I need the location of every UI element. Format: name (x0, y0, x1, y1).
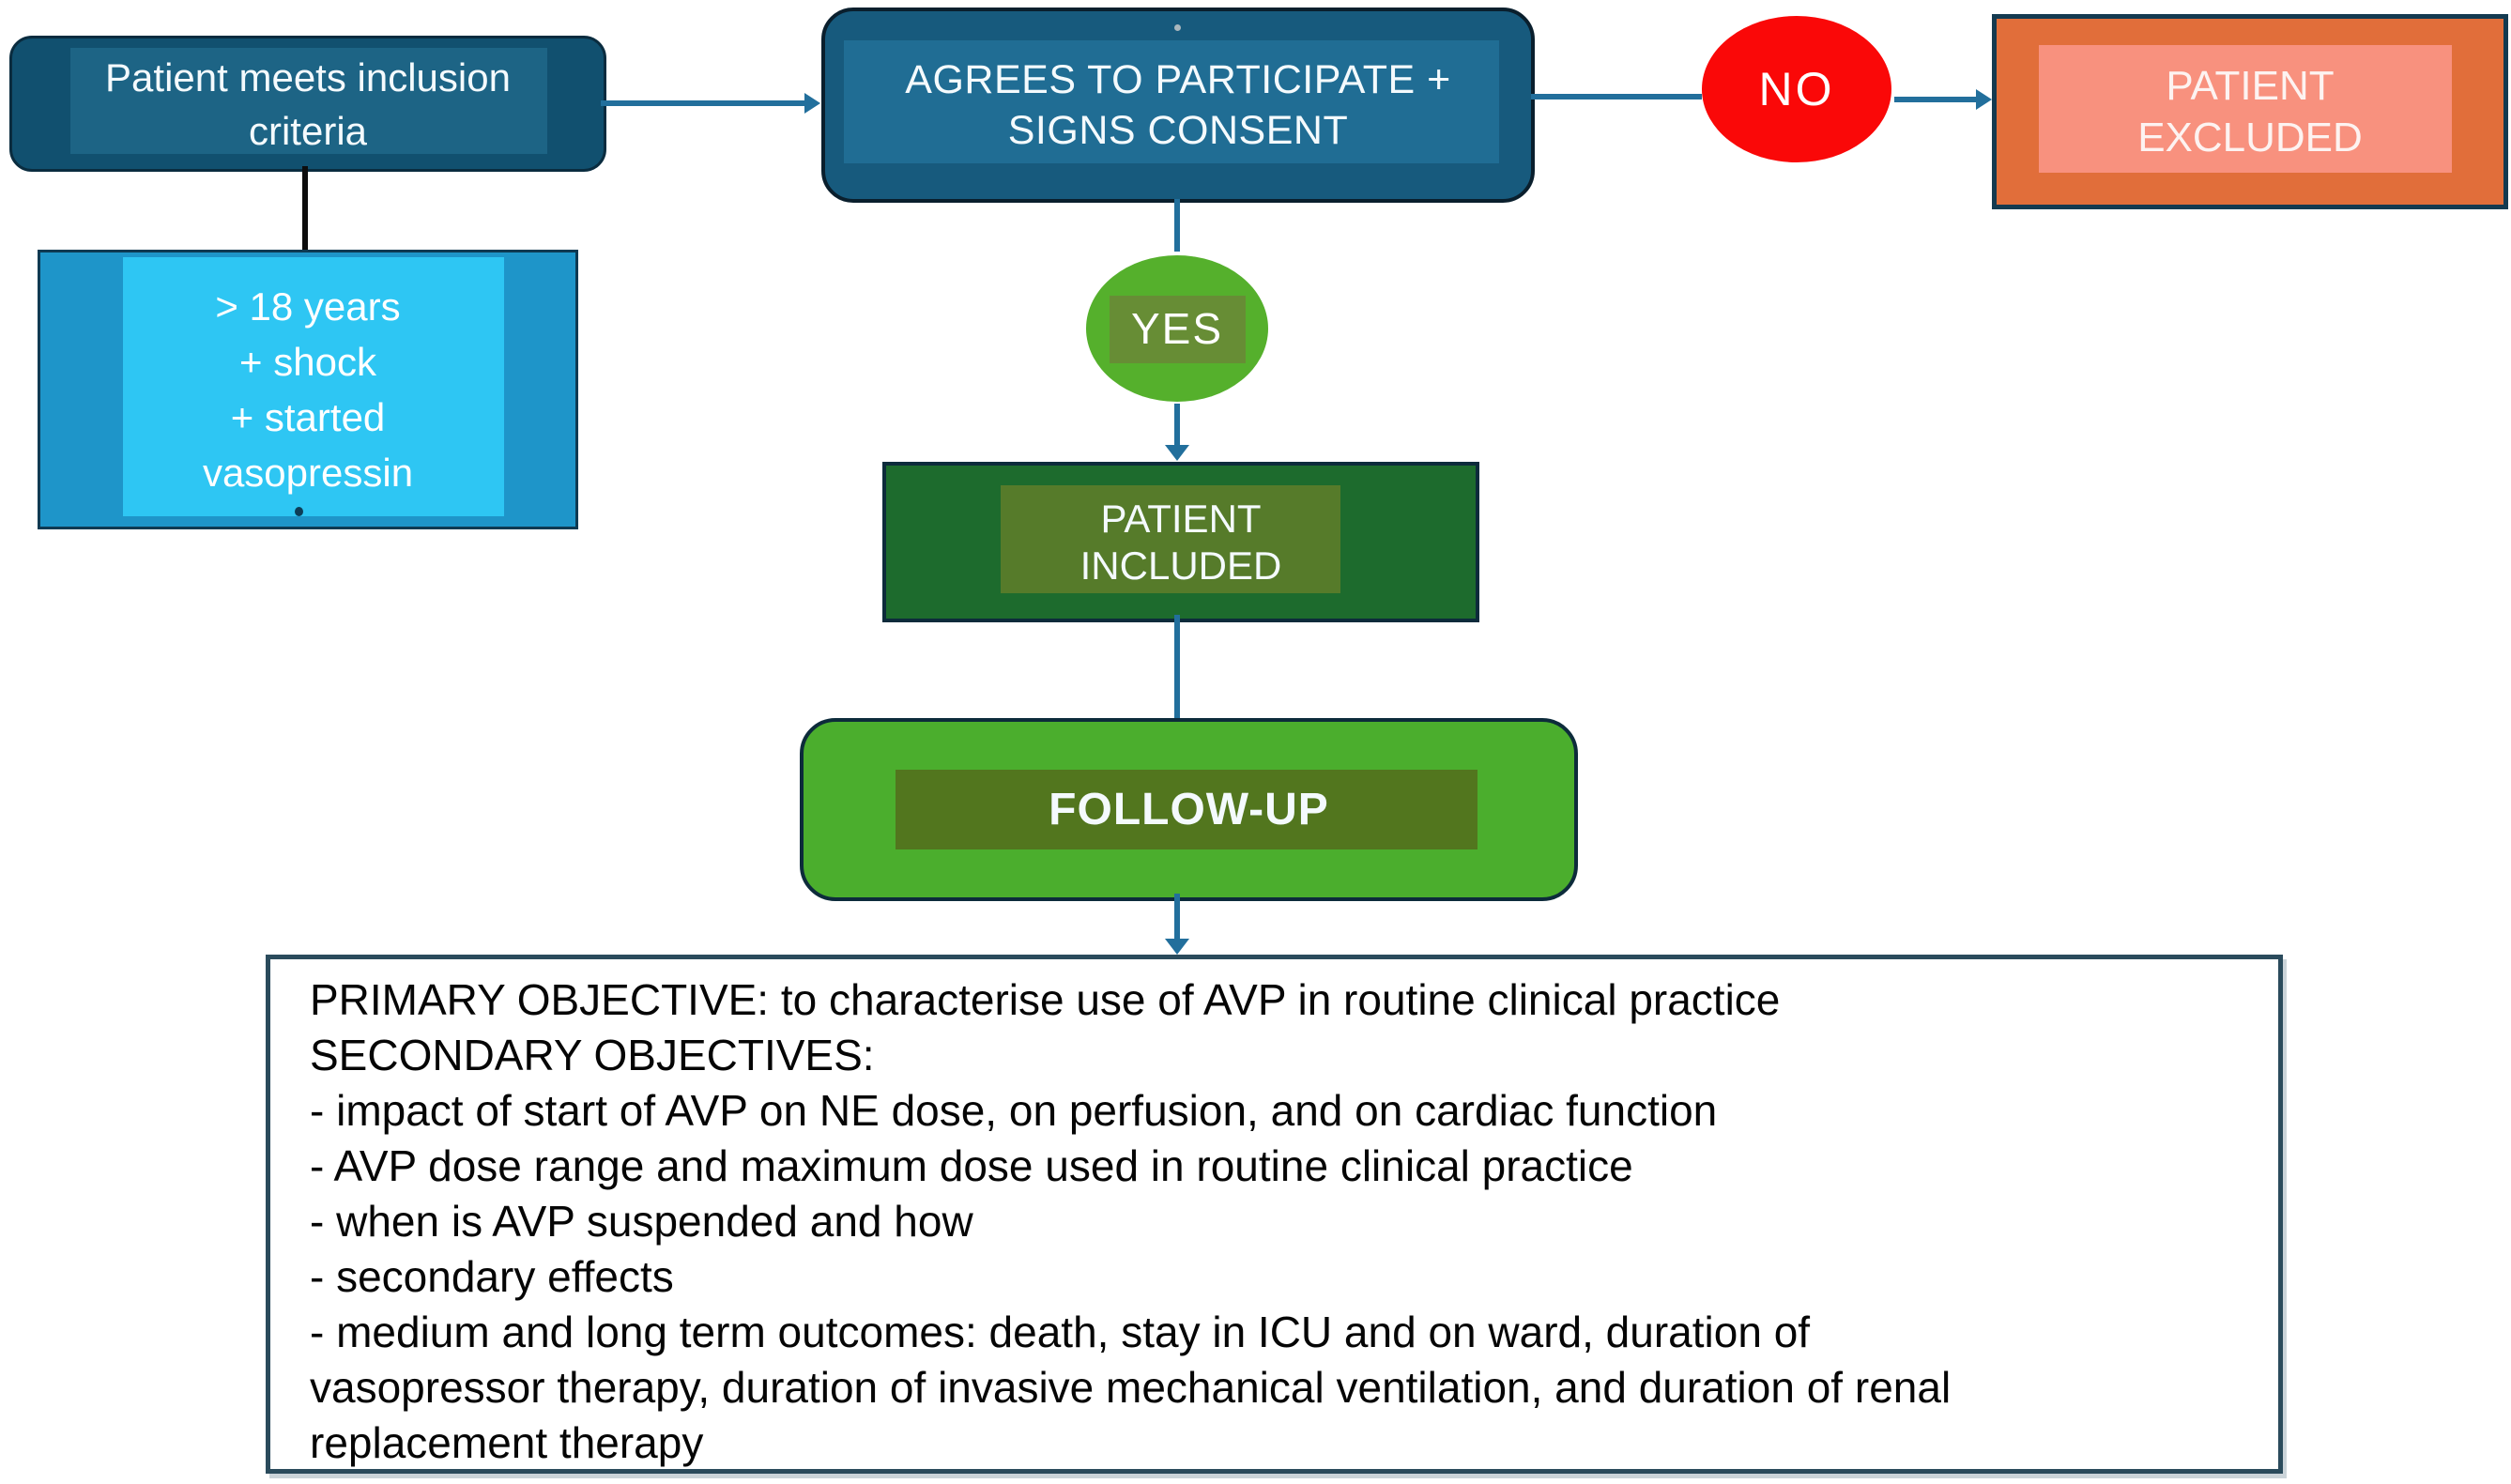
inclusion-label: Patient meets inclusion criteria (12, 38, 604, 169)
criteria-line2: + shock (239, 340, 376, 384)
followup-inner-panel (896, 770, 1478, 849)
inclusion-inner-panel (70, 48, 547, 154)
arrow-followup-to-objectives-shaft (1174, 894, 1180, 939)
connector-consent-to-no (1531, 94, 1702, 99)
objectives-line-2: SECONDARY OBJECTIVES: (310, 1031, 875, 1079)
arrow-followup-to-objectives-head (1165, 939, 1189, 955)
objectives-line-8: vasopressor therapy, duration of invasiv… (310, 1363, 1952, 1412)
connector-included-to-followup (1174, 615, 1180, 718)
node-consent: AGREES TO PARTICIPATE + SIGNS CONSENT (821, 8, 1535, 203)
excluded-label: PATIENT EXCLUDED (1997, 19, 2503, 205)
arrow-no-to-excluded-head (1976, 89, 1992, 110)
included-inner-panel (1001, 485, 1340, 593)
criteria-inner-panel (123, 257, 504, 516)
connector-consent-to-yes (1174, 199, 1180, 252)
criteria-line4: vasopressin (202, 451, 414, 495)
consent-label-line2: SIGNS CONSENT (1007, 108, 1349, 153)
objectives-line-6: - secondary effects (310, 1252, 674, 1301)
no-label: NO (1758, 63, 1835, 115)
speck-artifact-dot (1174, 24, 1181, 31)
node-patient-excluded: PATIENT EXCLUDED (1992, 14, 2508, 209)
node-inclusion-criteria: Patient meets inclusion criteria (9, 36, 606, 172)
connector-inclusion-to-criteria (302, 166, 308, 250)
node-followup: FOLLOW-UP (800, 718, 1578, 901)
objectives-line-7: - medium and long term outcomes: death, … (310, 1308, 1811, 1356)
arrow-inclusion-to-consent-shaft (601, 100, 804, 106)
included-label: PATIENT INCLUDED (886, 466, 1476, 619)
excluded-label-line2: EXCLUDED (2137, 115, 2363, 161)
arrow-inclusion-to-consent-head (804, 93, 820, 114)
inclusion-label-line2: criteria (248, 108, 368, 153)
node-patient-included: PATIENT INCLUDED (882, 462, 1479, 622)
excluded-inner-panel (2039, 45, 2452, 173)
arrow-yes-to-included-head (1165, 445, 1189, 461)
consent-inner-panel (844, 40, 1499, 163)
objectives-line-9: replacement therapy (310, 1418, 704, 1467)
included-label-line2: INCLUDED (1079, 543, 1282, 588)
objectives-line-4: - AVP dose range and maximum dose used i… (310, 1141, 1633, 1190)
criteria-label: > 18 years + shock + started vasopressin (40, 252, 575, 527)
node-decision-yes: YES (1086, 255, 1268, 402)
objectives-line-3: - impact of start of AVP on NE dose, on … (310, 1086, 1718, 1135)
criteria-truncated-period-dot (295, 507, 303, 516)
node-decision-no: NO (1702, 16, 1891, 162)
criteria-line3: + started (230, 395, 386, 439)
consent-label: AGREES TO PARTICIPATE + SIGNS CONSENT (825, 11, 1531, 199)
node-objectives: PRIMARY OBJECTIVE: to characterise use o… (266, 955, 2283, 1474)
criteria-line1: > 18 years (215, 284, 401, 329)
consent-label-line1: AGREES TO PARTICIPATE + (905, 57, 1451, 102)
inclusion-label-line1: Patient meets inclusion (105, 54, 511, 99)
excluded-label-line1: PATIENT (2166, 63, 2335, 109)
included-label-line1: PATIENT (1100, 496, 1262, 541)
node-criteria-detail: > 18 years + shock + started vasopressin (38, 250, 578, 529)
followup-label: FOLLOW-UP (1049, 785, 1329, 834)
objectives-line-5: - when is AVP suspended and how (310, 1197, 973, 1246)
yes-label: YES (1130, 304, 1224, 353)
yes-inner-panel (1110, 296, 1246, 363)
arrow-yes-to-included-shaft (1174, 404, 1180, 445)
arrow-no-to-excluded-shaft (1894, 97, 1976, 102)
objectives-line-1: PRIMARY OBJECTIVE: to characterise use o… (310, 975, 1781, 1024)
